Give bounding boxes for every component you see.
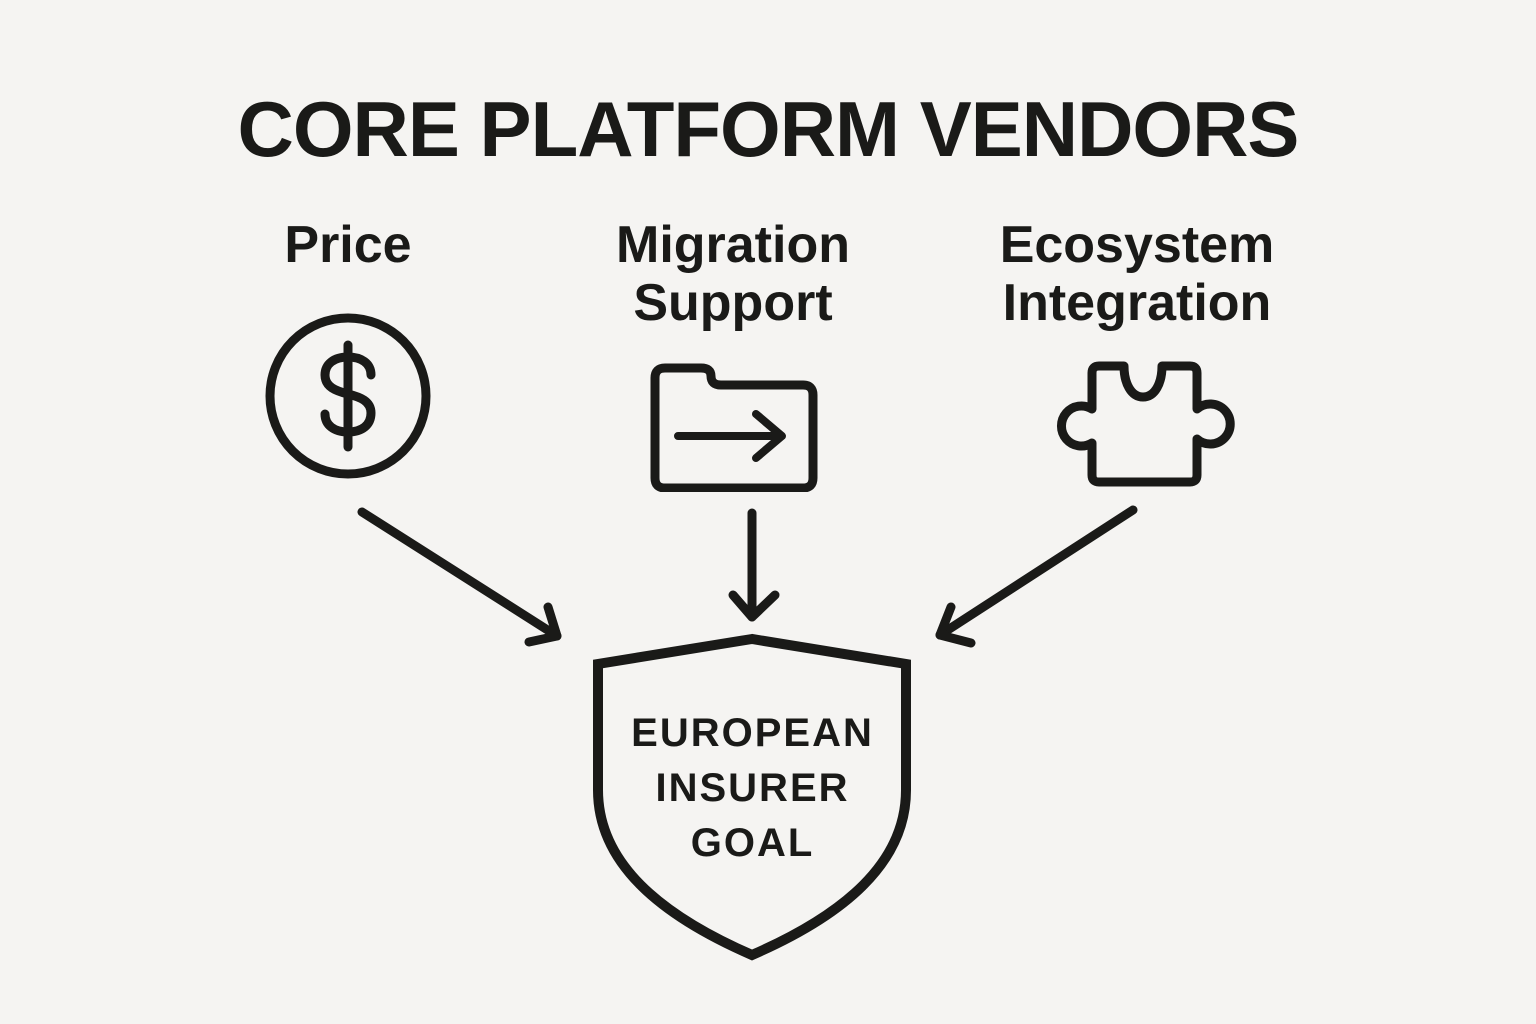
goal-label-line: INSURER [655, 766, 850, 810]
vendor-label-price: Price [198, 216, 498, 274]
goal-label-line: GOAL [690, 821, 815, 865]
vendor-label-line: Ecosystem [999, 216, 1275, 274]
vendor-label-migration-support: Migration Support [583, 216, 883, 332]
arrow-price-to-goal [357, 507, 562, 647]
arrow-ecosystem-to-goal [935, 505, 1138, 648]
vendor-label-line: Support [633, 274, 833, 332]
vendor-label-ecosystem-integration: Ecosystem Integration [957, 216, 1317, 332]
goal-label-line: EUROPEAN [631, 711, 874, 755]
vendor-label-line: Integration [1002, 274, 1272, 332]
dollar-circle-icon [265, 313, 431, 479]
shield-icon [593, 633, 911, 961]
vendor-label-line: Migration [616, 216, 850, 274]
goal-label: EUROPEAN INSURER GOAL [590, 706, 915, 871]
puzzle-piece-icon [1057, 361, 1235, 487]
vendor-label-line: Price [284, 216, 412, 274]
folder-arrow-icon [650, 363, 818, 492]
arrow-migration-to-goal [728, 508, 780, 622]
page-title: CORE PLATFORM VENDORS [237, 85, 1300, 173]
